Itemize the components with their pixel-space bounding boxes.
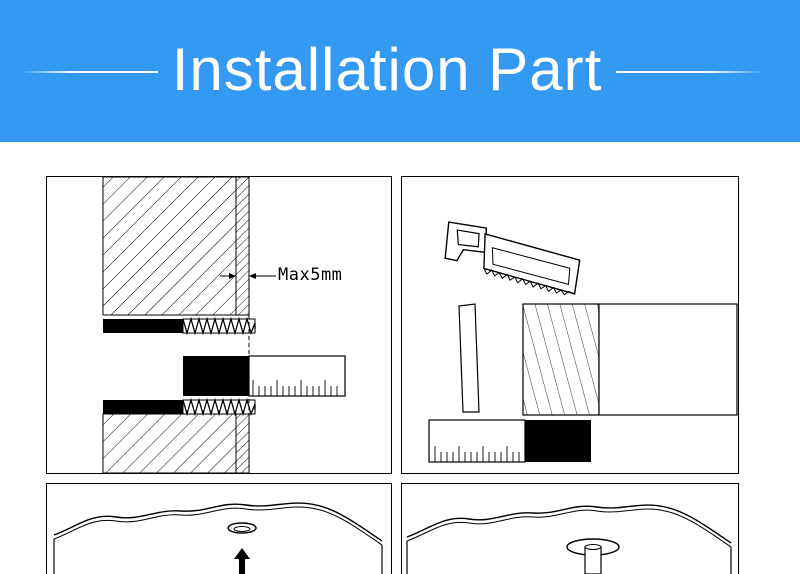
diagram-panel-wall-section: Max5mm bbox=[46, 176, 392, 474]
bolt-head-icon bbox=[566, 538, 620, 574]
header-banner: Installation Part bbox=[0, 0, 800, 142]
board-plain bbox=[598, 303, 738, 416]
insert-block bbox=[183, 356, 249, 396]
saw-cut-drawing bbox=[401, 176, 739, 474]
diagram-panel-hole-insert bbox=[46, 483, 392, 574]
board-hatched bbox=[522, 303, 600, 416]
bolt-fitted-drawing bbox=[401, 483, 739, 574]
wall-facing-upper bbox=[235, 176, 250, 316]
page-title: Installation Part bbox=[171, 36, 603, 103]
threaded-bar-bottom bbox=[103, 400, 183, 414]
wall-facing-lower bbox=[235, 413, 250, 474]
title-rule-left bbox=[20, 71, 158, 73]
hacksaw-icon bbox=[444, 221, 581, 296]
wall-lower bbox=[102, 413, 237, 474]
arrow-up-icon bbox=[234, 548, 250, 574]
max-gap-label: Max5mm bbox=[278, 265, 343, 285]
wall-section-drawing bbox=[46, 176, 392, 474]
cut-piece bbox=[458, 303, 480, 413]
hole-insert-drawing bbox=[46, 483, 392, 574]
wall-upper bbox=[102, 176, 237, 316]
title-rule-right bbox=[616, 71, 766, 73]
diagram-panel-saw-cut bbox=[401, 176, 739, 474]
insert-block-lower bbox=[525, 420, 591, 462]
diagram-panel-bolt-fitted bbox=[401, 483, 739, 574]
threaded-bar-top bbox=[103, 319, 183, 333]
